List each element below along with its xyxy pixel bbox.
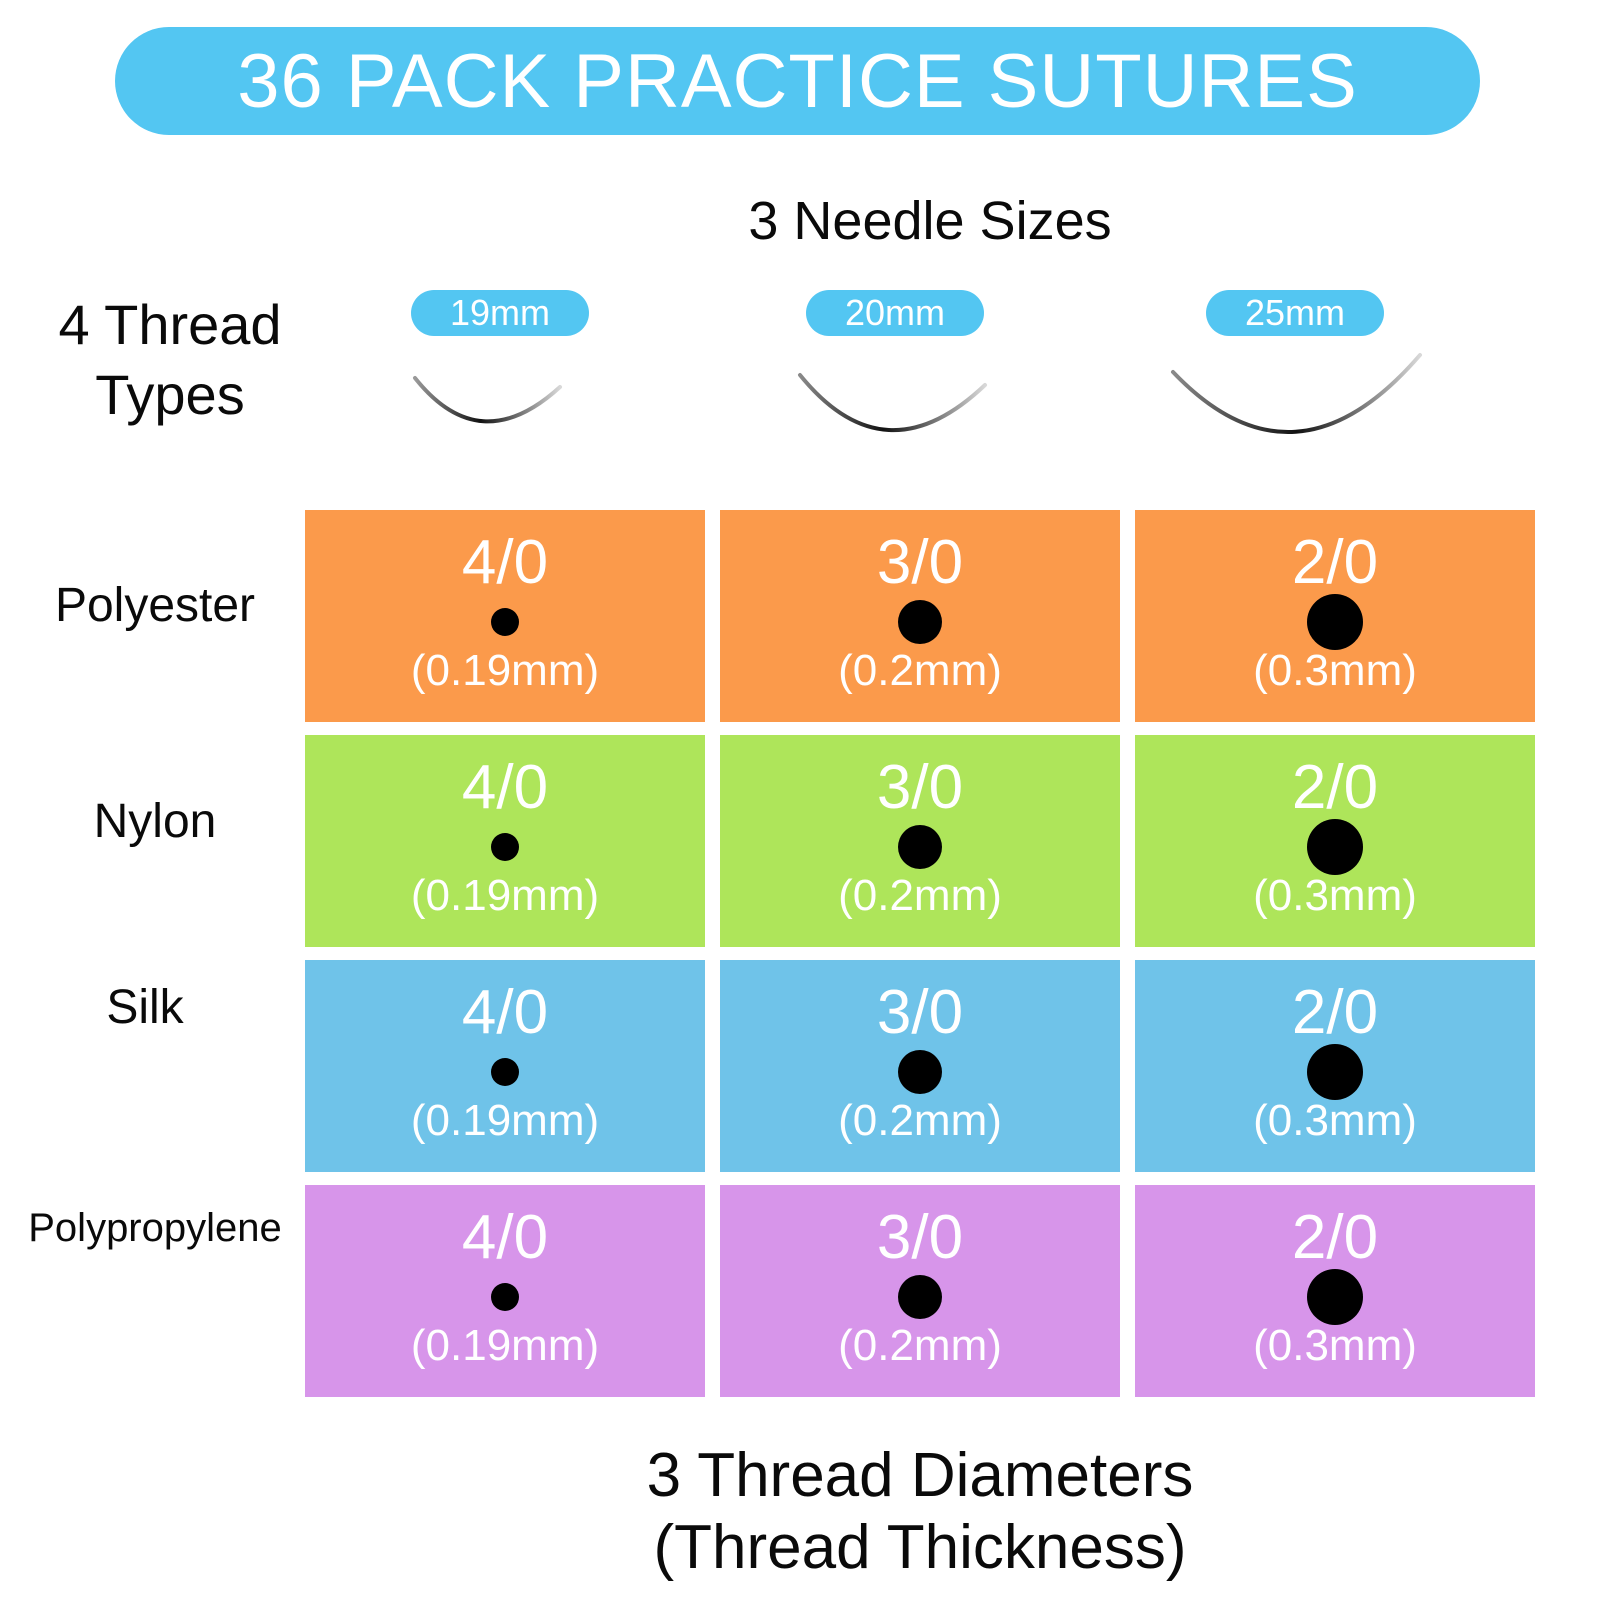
gauge-label: 4/0 [461, 753, 549, 822]
gauge-label: 3/0 [876, 753, 964, 822]
thread-thickness-dot [898, 825, 942, 869]
needle-20mm: 20mm [765, 290, 1025, 480]
diameter-label: (0.19mm) [410, 871, 600, 920]
bottom-title-line2: (Thread Thickness) [653, 1513, 1187, 1582]
needle-sizes-heading: 3 Needle Sizes [748, 191, 1112, 251]
suture-cell: 3/0 (0.2mm) [720, 735, 1120, 947]
suture-cell: 3/0 (0.2mm) [720, 510, 1120, 722]
curved-needle-icon [798, 373, 987, 432]
thread-thickness-dot [898, 1050, 942, 1094]
gauge-label: 2/0 [1291, 528, 1379, 597]
thread-heading-line1: 4 Thread [58, 293, 282, 356]
gauge-label: 4/0 [461, 528, 549, 597]
suture-cell: 2/0 (0.3mm) [1135, 510, 1535, 722]
thread-thickness-dot [1307, 1269, 1363, 1325]
gauge-label: 2/0 [1291, 978, 1379, 1047]
thread-thickness-dot [491, 1283, 519, 1311]
thread-thickness-dot [898, 600, 942, 644]
thread-thickness-dot [491, 1058, 519, 1086]
thread-heading-line2: Types [95, 363, 245, 426]
thread-thickness-dot [1307, 594, 1363, 650]
needle-19mm: 19mm [370, 290, 630, 480]
suture-cell: 3/0 (0.2mm) [720, 960, 1120, 1172]
row-label-nylon: Nylon [93, 795, 217, 848]
diameter-label: (0.19mm) [410, 646, 600, 695]
thread-diameters-heading: 3 Thread Diameters (Thread Thickness) [560, 1440, 1280, 1584]
thread-thickness-dot [1307, 819, 1363, 875]
thread-thickness-dot [491, 608, 519, 636]
gauge-label: 4/0 [461, 978, 549, 1047]
thread-thickness-dot [898, 1275, 942, 1319]
row-label-polypropylene: Polypropylene [28, 1206, 282, 1250]
gauge-label: 4/0 [461, 1203, 549, 1272]
thread-thickness-dot [1307, 1044, 1363, 1100]
thread-thickness-dot [491, 833, 519, 861]
diameter-label: (0.2mm) [838, 646, 1002, 695]
suture-cell: 2/0 (0.3mm) [1135, 960, 1535, 1172]
diameter-label: (0.19mm) [410, 1321, 600, 1370]
diameter-label: (0.3mm) [1253, 1321, 1417, 1370]
gauge-label: 2/0 [1291, 1203, 1379, 1272]
diameter-label: (0.3mm) [1253, 1096, 1417, 1145]
needle-size-badge: 20mm [806, 290, 984, 336]
suture-cell: 4/0 (0.19mm) [305, 1185, 705, 1397]
page-title: 36 PACK PRACTICE SUTURES [237, 38, 1358, 124]
diameter-label: (0.19mm) [410, 1096, 600, 1145]
diameter-label: (0.3mm) [1253, 646, 1417, 695]
suture-cell: 4/0 (0.19mm) [305, 735, 705, 947]
diameter-label: (0.2mm) [838, 871, 1002, 920]
needle-25mm: 25mm [1165, 290, 1425, 480]
gauge-label: 3/0 [876, 1203, 964, 1272]
thread-types-heading: 4 Thread Types [40, 290, 300, 430]
bottom-title-line1: 3 Thread Diameters [646, 1441, 1194, 1510]
curved-needle-icon [413, 376, 562, 424]
gauge-label: 3/0 [876, 528, 964, 597]
diameter-label: (0.2mm) [838, 1096, 1002, 1145]
suture-cell: 4/0 (0.19mm) [305, 960, 705, 1172]
suture-cell: 2/0 (0.3mm) [1135, 1185, 1535, 1397]
row-label-silk: Silk [106, 981, 184, 1034]
curved-needle-icon [1171, 353, 1422, 435]
diameter-label: (0.3mm) [1253, 871, 1417, 920]
needle-size-badge: 25mm [1206, 290, 1384, 336]
suture-cell: 4/0 (0.19mm) [305, 510, 705, 722]
suture-cell: 2/0 (0.3mm) [1135, 735, 1535, 947]
title-banner: 36 PACK PRACTICE SUTURES [115, 27, 1480, 135]
suture-cell: 3/0 (0.2mm) [720, 1185, 1120, 1397]
gauge-label: 3/0 [876, 978, 964, 1047]
diameter-label: (0.2mm) [838, 1321, 1002, 1370]
gauge-label: 2/0 [1291, 753, 1379, 822]
row-label-polyester: Polyester [54, 579, 256, 632]
needle-size-badge: 19mm [411, 290, 589, 336]
